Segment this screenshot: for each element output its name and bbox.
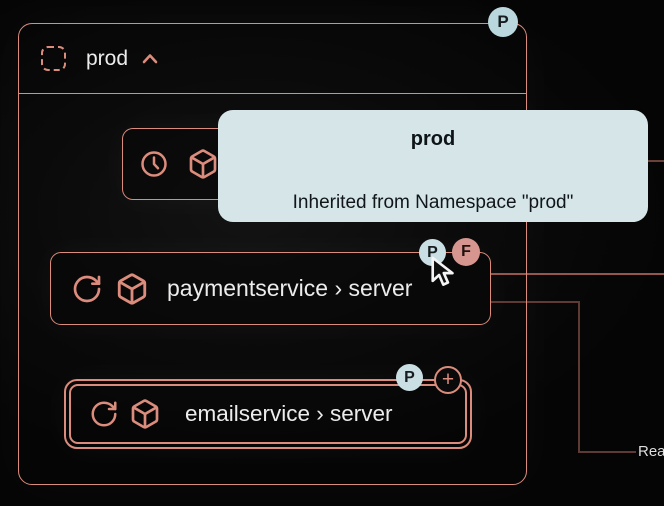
tooltip-title: prod [410, 128, 456, 150]
service-node-emailservice[interactable]: emailservice › server [64, 379, 472, 449]
refresh-icon [91, 401, 117, 427]
namespace-node-prod[interactable]: prod [18, 23, 527, 485]
service-node-label: emailservice › server [185, 401, 393, 426]
refresh-icon [73, 275, 101, 302]
email-add-badge[interactable]: + [434, 366, 462, 394]
namespace-dashed-square-icon [41, 46, 66, 71]
edge-payment-right-2 [491, 301, 580, 303]
payment-badge-f[interactable]: F [452, 238, 480, 266]
namespace-header[interactable]: prod [19, 24, 526, 94]
service-node-label: paymentservice › server [167, 275, 413, 301]
namespace-label: prod [86, 46, 129, 70]
edge-payment-down [578, 301, 580, 453]
email-badge-p[interactable]: P [396, 364, 423, 391]
service-node-paymentservice[interactable]: paymentservice › server [50, 252, 491, 325]
mouse-cursor-icon [431, 256, 454, 286]
edge-payment-right-1 [491, 273, 664, 275]
cube-icon [131, 399, 159, 429]
namespace-badge-p[interactable]: P [488, 7, 518, 37]
service-node-emailservice-inner: emailservice › server [69, 384, 467, 444]
chevron-up-icon[interactable] [138, 47, 162, 71]
tooltip-body: Inherited from Namespace "prod" [292, 192, 574, 213]
edge-label-ready: Rea [638, 443, 664, 460]
clock-icon [141, 151, 167, 177]
cube-icon [189, 149, 217, 179]
cube-icon [117, 272, 147, 305]
tooltip: prod Inherited from Namespace "prod" [218, 110, 648, 222]
edge-to-ready-label [578, 451, 636, 453]
